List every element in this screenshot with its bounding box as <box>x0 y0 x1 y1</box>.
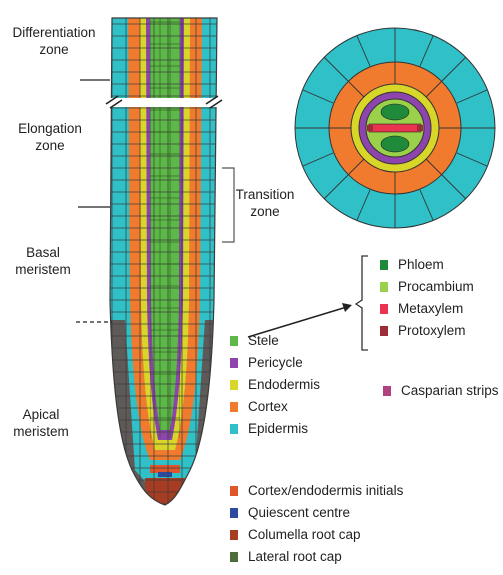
legend-item-columella-root-cap: Columella root cap <box>230 524 403 546</box>
legend-label: Procambium <box>398 279 474 295</box>
legend-label: Stele <box>248 333 279 349</box>
swatch-endodermis <box>230 380 238 390</box>
legend-bottom: Cortex/endodermis initials Quiescent cen… <box>230 480 403 568</box>
legend-label: Phloem <box>398 257 444 273</box>
swatch-stele <box>230 336 238 346</box>
legend-casparian: Casparian strips <box>383 380 499 402</box>
swatch-quiescent-centre <box>230 508 238 518</box>
legend-item-protoxylem: Protoxylem <box>380 320 474 342</box>
swatch-columella-root-cap <box>230 530 238 540</box>
legend-item-epidermis: Epidermis <box>230 418 320 440</box>
basal-meristem-label: Basal meristem <box>8 244 78 278</box>
legend-label: Endodermis <box>248 377 320 393</box>
legend-item-cortex-endodermis-initials: Cortex/endodermis initials <box>230 480 403 502</box>
legend-item-casparian-strips: Casparian strips <box>383 380 499 402</box>
root-cross-section <box>295 28 495 228</box>
transition-zone-label: Transition zone <box>230 186 300 220</box>
swatch-lateral-root-cap <box>230 552 238 562</box>
legend-item-cortex: Cortex <box>230 396 320 418</box>
legend-item-lateral-root-cap: Lateral root cap <box>230 546 403 568</box>
legend-stele: Phloem Procambium Metaxylem Protoxylem <box>380 254 474 342</box>
swatch-protoxylem <box>380 326 388 336</box>
swatch-pericycle <box>230 358 238 368</box>
legend-label: Quiescent centre <box>248 505 350 521</box>
legend-item-metaxylem: Metaxylem <box>380 298 474 320</box>
swatch-casparian-strips <box>383 386 391 396</box>
legend-item-procambium: Procambium <box>380 276 474 298</box>
swatch-phloem <box>380 260 388 270</box>
legend-label: Metaxylem <box>398 301 463 317</box>
swatch-metaxylem <box>380 304 388 314</box>
legend-label: Cortex <box>248 399 288 415</box>
legend-label: Casparian strips <box>401 383 499 399</box>
swatch-cortex <box>230 402 238 412</box>
legend-item-stele: Stele <box>230 330 320 352</box>
legend-label: Pericycle <box>248 355 303 371</box>
legend-item-pericycle: Pericycle <box>230 352 320 374</box>
legend-label: Cortex/endodermis initials <box>248 483 403 499</box>
legend-label: Epidermis <box>248 421 308 437</box>
swatch-procambium <box>380 282 388 292</box>
elongation-zone-label: Elongation zone <box>10 120 90 154</box>
apical-meristem-label: Apical meristem <box>6 406 76 440</box>
root-longitudinal-section <box>100 10 230 530</box>
legend-item-endodermis: Endodermis <box>230 374 320 396</box>
legend-label: Lateral root cap <box>248 549 342 565</box>
swatch-epidermis <box>230 424 238 434</box>
legend-label: Columella root cap <box>248 527 361 543</box>
legend-item-phloem: Phloem <box>380 254 474 276</box>
swatch-cortex-endodermis-initials <box>230 486 238 496</box>
stele-subtype-bracket <box>356 256 368 350</box>
legend-item-quiescent-centre: Quiescent centre <box>230 502 403 524</box>
differentiation-zone-label: Differentiation zone <box>4 24 104 58</box>
legend-label: Protoxylem <box>398 323 466 339</box>
legend-main: Stele Pericycle Endodermis Cortex Epider… <box>230 330 320 440</box>
